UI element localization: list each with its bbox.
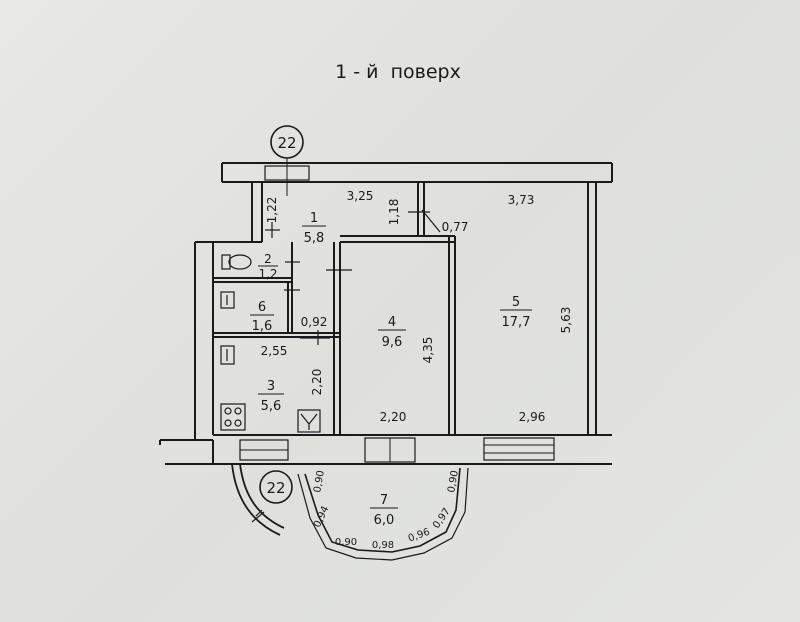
- sink-icon: [220, 291, 235, 309]
- room-7: 7 6,0: [370, 493, 398, 528]
- balcony-dim-0-90-right: 0,90: [446, 470, 461, 494]
- axis-marker-bottom: 22: [259, 470, 293, 504]
- dim-5-63: 5,63: [559, 307, 573, 334]
- room-1-number: 1: [310, 211, 318, 226]
- room-4-area: 9,6: [382, 335, 403, 350]
- room-3-number: 3: [267, 379, 275, 394]
- balcony: [231, 463, 469, 561]
- door-ticks: [265, 209, 441, 345]
- room-2-area: 1,2: [258, 267, 277, 281]
- room-6-area: 1,6: [252, 319, 273, 334]
- room-6: 6 1,6: [250, 300, 274, 334]
- axis-marker-top-label: 22: [277, 134, 296, 152]
- dimension-labels: 1,22 3,25 1,18 0,77 3,73 5,63 0,92 2,55 …: [261, 189, 573, 424]
- room-5-number: 5: [512, 295, 520, 310]
- balcony-dimension-labels: 0,90 0,94 0,90 0,98 0,96 0,97 0,90: [312, 470, 461, 551]
- dim-3-73: 3,73: [508, 193, 535, 207]
- toilet-icon: [221, 254, 252, 270]
- balcony-dim-0-94: 0,94: [312, 505, 331, 530]
- balcony-dim-0-90-bottom: 0,90: [335, 537, 357, 548]
- stove-icon: [220, 403, 246, 431]
- room-2-number: 2: [264, 252, 272, 266]
- dim-1-22: 1,22: [265, 197, 279, 224]
- room-6-number: 6: [258, 300, 266, 315]
- room-5-area: 17,7: [502, 315, 531, 330]
- room-labels: 1 5,8 2 1,2 6 1,6 3 5,6 4 9,6 5 17,7: [250, 211, 532, 528]
- balcony-dim-0-98: 0,98: [372, 540, 394, 551]
- balcony-dim-0-90-top: 0,90: [312, 470, 327, 494]
- dim-0-92: 0,92: [301, 315, 328, 329]
- room-3-area: 5,6: [261, 399, 282, 414]
- dim-1-18: 1,18: [387, 199, 401, 226]
- room-4-number: 4: [388, 315, 396, 330]
- axis-marker-bottom-label: 22: [266, 479, 285, 497]
- dim-2-96: 2,96: [519, 410, 546, 424]
- room-3: 3 5,6: [258, 379, 284, 414]
- room-7-area: 6,0: [374, 513, 395, 528]
- fixtures: [220, 254, 321, 433]
- kitchen-sink-icon: [220, 345, 235, 365]
- room-4: 4 9,6: [378, 315, 406, 350]
- room-1: 1 5,8: [302, 211, 326, 246]
- room-5: 5 17,7: [500, 295, 532, 330]
- dim-3-25: 3,25: [347, 189, 374, 203]
- floor-title: 1 - й поверх: [335, 61, 461, 83]
- balcony-dim-0-97: 0,97: [431, 506, 453, 531]
- dim-0-77: 0,77: [442, 220, 469, 234]
- axis-marker-top: 22: [270, 125, 304, 196]
- dim-2-20-vertical: 2,20: [310, 369, 324, 396]
- dim-2-55: 2,55: [261, 344, 288, 358]
- ventilation-icon: [297, 409, 321, 433]
- dim-2-20-horizontal: 2,20: [380, 410, 407, 424]
- room-7-number: 7: [380, 493, 388, 508]
- room-2: 2 1,2: [258, 252, 278, 281]
- dim-4-35: 4,35: [421, 337, 435, 364]
- room-1-area: 5,8: [304, 231, 325, 246]
